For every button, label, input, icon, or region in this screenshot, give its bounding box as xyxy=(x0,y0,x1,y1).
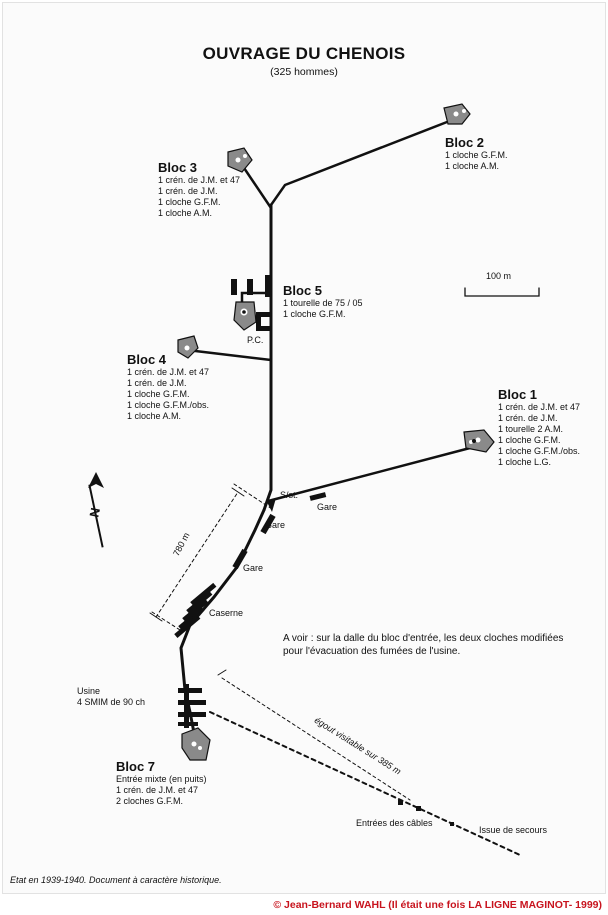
bloc4-title: Bloc 4 xyxy=(127,352,167,367)
bloc1-line: 1 cloche G.F.M. xyxy=(498,435,561,445)
bloc1-line: 1 cloche G.F.M./obs. xyxy=(498,446,581,456)
bloc3-line: 1 crén. de J.M. et 47 xyxy=(158,175,241,185)
bloc1-label: Bloc 1 1 crén. de J.M. et 47 1 crén. de … xyxy=(498,387,580,468)
scale-bar xyxy=(464,287,540,297)
caserne-label: Caserne xyxy=(209,608,244,618)
bloc4-line: 1 crén. de J.M. xyxy=(127,378,187,388)
copyright-notice: © Jean-Bernard WAHL (Il était une fois L… xyxy=(273,899,602,911)
bloc3-title: Bloc 3 xyxy=(158,160,198,175)
bloc3-label: Bloc 3 1 crén. de J.M. et 47 1 crén. de … xyxy=(158,160,240,219)
footer-note: Etat en 1939-1940. Document à caractère … xyxy=(10,875,222,885)
gallery-bloc1 xyxy=(270,446,472,502)
usine-detail: 4 SMIM de 90 ch xyxy=(77,697,146,707)
bloc5-line: 1 tourelle de 75 / 05 xyxy=(283,298,363,308)
bloc7-label: Bloc 7 Entrée mixte (en puits) 1 crén. d… xyxy=(116,759,207,807)
gare-label-3: Gare xyxy=(243,563,264,573)
issue-secours-label: Issue de secours xyxy=(479,825,548,835)
bloc1-line: 1 cloche L.G. xyxy=(498,457,552,467)
bloc5-title: Bloc 5 xyxy=(283,283,323,298)
gallery-bloc3 xyxy=(238,160,273,210)
page-subtitle: (325 hommes) xyxy=(270,66,338,78)
bloc7-title: Bloc 7 xyxy=(116,759,156,774)
bloc7-line: 1 crén. de J.M. et 47 xyxy=(116,785,199,795)
bloc2-line: 1 cloche A.M. xyxy=(445,161,500,171)
sst-label: S/st. xyxy=(280,490,299,500)
bloc1-line: 1 tourelle 2 A.M. xyxy=(498,424,564,434)
bloc3-line: 1 cloche A.M. xyxy=(158,208,213,218)
gallery-bloc2 xyxy=(269,120,449,207)
note-text: A voir : sur la dalle du bloc d'entrée, … xyxy=(283,632,563,658)
page-frame xyxy=(2,2,606,894)
bloc5-line: 1 cloche G.F.M. xyxy=(283,309,346,319)
bloc7-line: 2 cloches G.F.M. xyxy=(116,796,184,806)
bloc2-title: Bloc 2 xyxy=(445,135,485,150)
bloc4-line: 1 cloche A.M. xyxy=(127,411,182,421)
dimension-780 xyxy=(155,491,239,618)
scale-label: 100 m xyxy=(486,271,512,281)
note-line: A voir : sur la dalle du bloc d'entrée, … xyxy=(283,633,564,644)
dimension-egout xyxy=(221,677,411,801)
main-gallery xyxy=(262,203,273,512)
bloc4-line: 1 cloche G.F.M. xyxy=(127,389,190,399)
bloc4-label: Bloc 4 1 crén. de J.M. et 47 1 crén. de … xyxy=(127,352,209,422)
gallery-bloc4 xyxy=(185,348,273,362)
bloc3-line: 1 cloche G.F.M. xyxy=(158,197,221,207)
bloc2-label: Bloc 2 1 cloche G.F.M. 1 cloche A.M. xyxy=(445,135,508,172)
bloc5-label: Bloc 5 1 tourelle de 75 / 05 1 cloche G.… xyxy=(283,283,363,320)
bloc4-line: 1 crén. de J.M. et 47 xyxy=(127,367,210,377)
cables-label: Entrées des câbles xyxy=(356,818,433,828)
pc-label: P.C. xyxy=(247,335,264,345)
bloc5-shape xyxy=(233,301,257,331)
page-title: OUVRAGE DU CHENOIS xyxy=(202,44,406,63)
bloc3-line: 1 crén. de J.M. xyxy=(158,186,218,196)
gare-label-1: Gare xyxy=(317,502,338,512)
north-arrow xyxy=(88,472,104,488)
usine-title: Usine xyxy=(77,686,101,696)
bloc1-line: 1 crén. de J.M. et 47 xyxy=(498,402,581,412)
gare-label-2: Gare xyxy=(265,520,286,530)
bloc7-line: Entrée mixte (en puits) xyxy=(116,774,207,784)
bloc4-line: 1 cloche G.F.M./obs. xyxy=(127,400,210,410)
usine-label: Usine 4 SMIM de 90 ch xyxy=(77,686,145,708)
egout-line xyxy=(209,711,521,856)
bloc2-line: 1 cloche G.F.M. xyxy=(445,150,508,160)
bloc1-line: 1 crén. de J.M. xyxy=(498,413,558,423)
bloc1-title: Bloc 1 xyxy=(498,387,538,402)
note-line: pour l'évacuation des fumées de l'usine. xyxy=(283,646,461,657)
